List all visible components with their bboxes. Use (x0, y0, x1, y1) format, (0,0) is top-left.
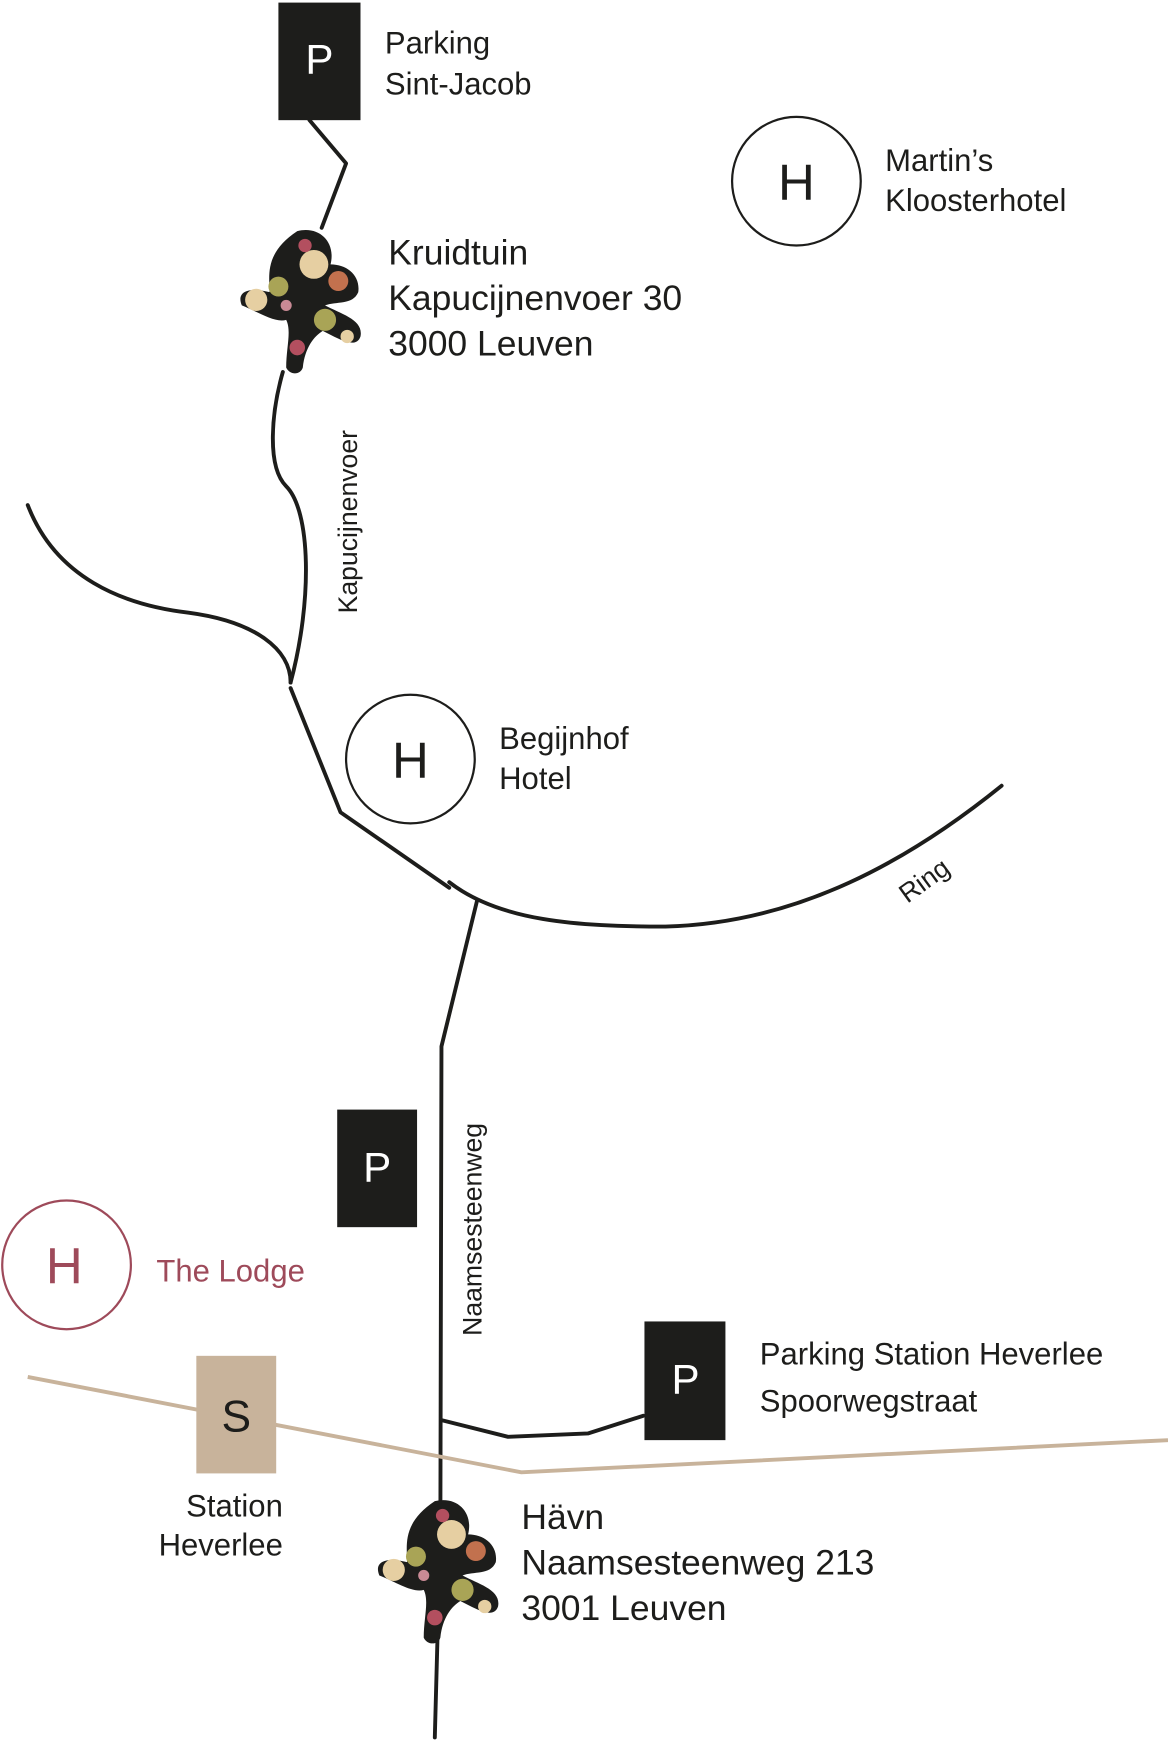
havn-address: Naamsesteenweg 213 (521, 1542, 874, 1582)
street-label-kapucijnenvoer: Kapucijnenvoer (333, 430, 363, 614)
hotel-icon: H (778, 154, 815, 211)
havn-flower-icon[interactable] (377, 1500, 499, 1644)
the-lodge-label: The Lodge (156, 1254, 304, 1289)
parking-station-street: Spoorwegstraat (760, 1383, 978, 1418)
station-icon: S (221, 1392, 251, 1441)
kruidtuin-name: Kruidtuin (388, 232, 528, 272)
station-label: Station (186, 1489, 283, 1524)
kruidtuin-flower-icon[interactable] (240, 230, 361, 374)
begijnhof-label: Begijnhof (499, 721, 629, 756)
parking-sint-jacob-marker[interactable]: P (278, 2, 361, 121)
railway (27, 1375, 1168, 1475)
station-label-2: Heverlee (159, 1527, 283, 1562)
street-label-ring: Ring (893, 852, 955, 908)
road-spoorwegstraat (439, 1413, 646, 1439)
parking-icon: P (671, 1356, 699, 1403)
road-south (288, 686, 452, 890)
kruidtuin-city: 3000 Leuven (388, 323, 593, 363)
street-label-naamsesteenweg: Naamsesteenweg (457, 1123, 487, 1336)
martins-label: Martin’s (885, 143, 993, 178)
road-west (25, 503, 293, 685)
the-lodge-hotel-marker[interactable]: H (1, 1199, 132, 1331)
parking-naamsesteenweg-marker[interactable]: P (337, 1109, 418, 1228)
martins-label-2: Kloosterhotel (885, 183, 1066, 218)
hotel-icon: H (46, 1238, 83, 1295)
havn-city: 3001 Leuven (521, 1588, 726, 1628)
parking-station-heverlee-marker[interactable]: P (644, 1321, 726, 1441)
parking-icon: P (305, 36, 333, 83)
parking-icon: P (363, 1144, 391, 1191)
martins-hotel-marker[interactable]: H (730, 115, 862, 247)
hotel-icon: H (392, 732, 429, 789)
road-to-parking-sint-jacob (307, 118, 349, 230)
station-heverlee-marker[interactable]: S (196, 1355, 277, 1474)
road-ring (447, 783, 1004, 929)
begijnhof-hotel-marker[interactable]: H (344, 693, 476, 825)
parking-sint-jacob-label-2: Sint-Jacob (385, 67, 532, 102)
road-kapucijnenvoer (270, 370, 308, 685)
kruidtuin-address: Kapucijnenvoer 30 (388, 278, 682, 318)
havn-name: Hävn (521, 1497, 604, 1537)
parking-station-label: Parking Station Heverlee (760, 1337, 1103, 1372)
begijnhof-label-2: Hotel (499, 761, 571, 796)
parking-sint-jacob-label: Parking (385, 26, 490, 61)
